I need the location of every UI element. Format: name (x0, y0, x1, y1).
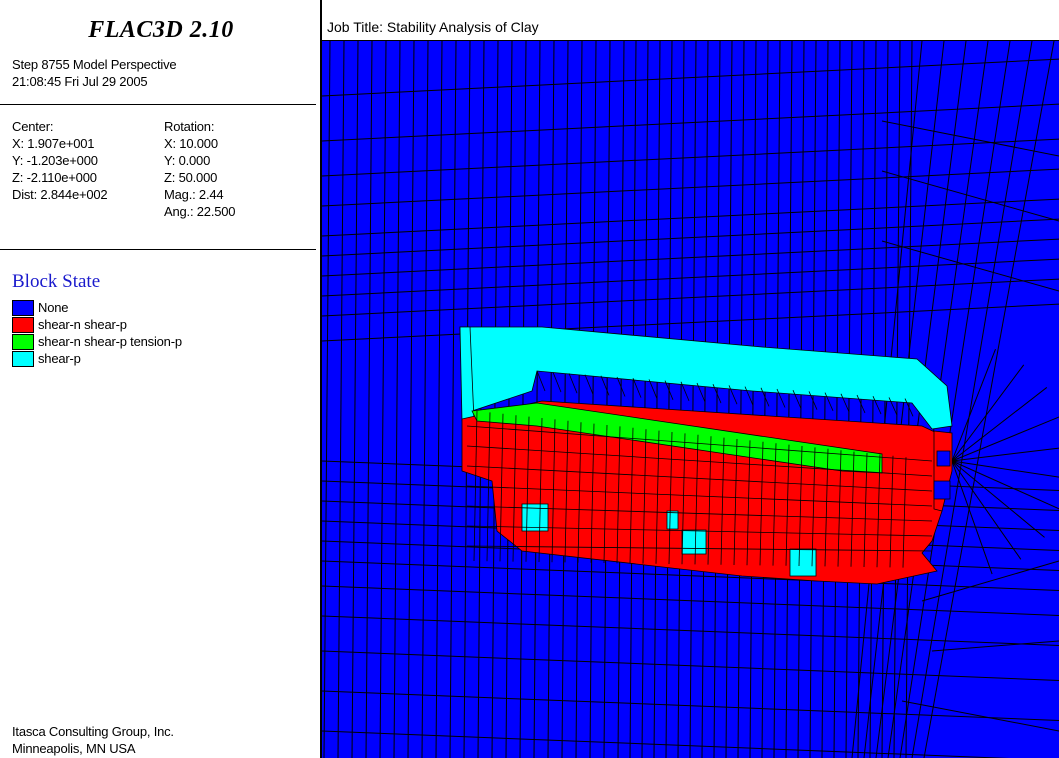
separator-2 (0, 249, 316, 250)
center-label: Center: (12, 119, 54, 134)
center-y: Y: -1.203e+000 (12, 153, 98, 168)
legend-label: shear-n shear-p tension-p (38, 334, 182, 349)
legend-item-none: None (12, 299, 68, 316)
rotation-label: Rotation: (164, 119, 215, 134)
legend-item-shear-n-shear-p-tension-p: shear-n shear-p tension-p (12, 333, 182, 350)
company-location: Minneapolis, MN USA (12, 741, 136, 756)
magnification: Mag.: 2.44 (164, 187, 224, 202)
legend-title: Block State (12, 271, 101, 292)
swatch-shear-n-shear-p (12, 316, 34, 333)
center-z: Z: -2.110e+000 (12, 170, 97, 185)
legend-label: shear-p (38, 351, 81, 366)
rotation-x: X: 10.000 (164, 136, 218, 151)
block-state-zones (459, 326, 953, 585)
legend-label: shear-n shear-p (38, 317, 127, 332)
swatch-tension (12, 333, 34, 350)
separator-1 (0, 104, 316, 105)
info-panel: FLAC3D 2.10 Step 8755 Model Perspective … (0, 0, 322, 758)
legend-label: None (38, 300, 69, 315)
timestamp: 21:08:45 Fri Jul 29 2005 (12, 74, 148, 89)
job-title: Job Title: Stability Analysis of Clay (327, 19, 539, 35)
app-title: FLAC3D 2.10 (88, 17, 234, 43)
mesh-plot (322, 41, 1059, 758)
swatch-shear-p (12, 350, 34, 367)
swatch-none (12, 299, 34, 316)
rotation-y: Y: 0.000 (164, 153, 211, 168)
view-angle: Ang.: 22.500 (164, 204, 236, 219)
rotation-z: Z: 50.000 (164, 170, 218, 185)
distance: Dist: 2.844e+002 (12, 187, 108, 202)
model-view: Job Title: Stability Analysis of Clay (322, 0, 1059, 758)
center-x: X: 1.907e+001 (12, 136, 95, 151)
legend-item-shear-n-shear-p: shear-n shear-p (12, 316, 127, 333)
step-line: Step 8755 Model Perspective (12, 57, 177, 72)
company-name: Itasca Consulting Group, Inc. (12, 724, 174, 739)
legend-item-shear-p: shear-p (12, 350, 81, 367)
